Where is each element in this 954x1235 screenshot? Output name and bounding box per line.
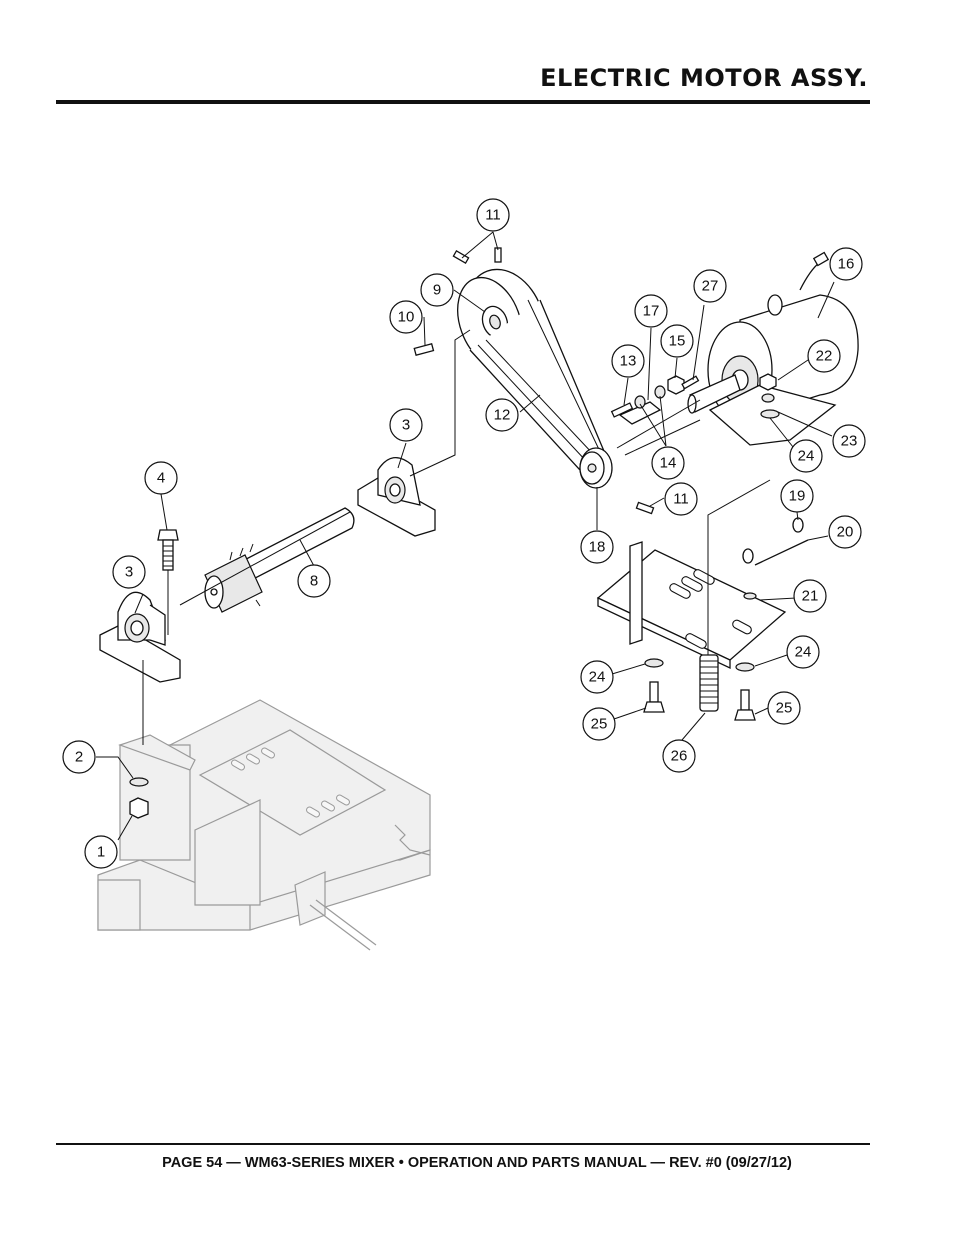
svg-text:11: 11 — [485, 207, 501, 224]
svg-text:11: 11 — [673, 491, 689, 508]
hex-nut — [129, 777, 149, 819]
svg-text:24: 24 — [589, 669, 606, 686]
callout-20: 20 — [828, 515, 862, 549]
callout-19: 19 — [780, 479, 814, 513]
callout-24-plate-right: 24 — [786, 635, 820, 669]
pillow-block-bearing-right — [357, 457, 436, 537]
electric-motor — [687, 251, 859, 446]
svg-text:3: 3 — [125, 564, 133, 581]
svg-text:24: 24 — [798, 448, 815, 465]
callout-11-bottom: 11 — [664, 482, 698, 516]
svg-text:12: 12 — [494, 407, 511, 424]
key — [413, 343, 435, 357]
callout-12: 12 — [485, 398, 519, 432]
svg-text:10: 10 — [398, 309, 415, 326]
callout-25-right: 25 — [767, 691, 801, 725]
callout-27: 27 — [693, 269, 727, 303]
footer-rule — [56, 1143, 870, 1145]
motor-mount-plate — [596, 541, 787, 670]
callout-21: 21 — [793, 579, 827, 613]
callout-10: 10 — [389, 300, 423, 334]
callout-25-left: 25 — [582, 707, 616, 741]
callout-26: 26 — [662, 739, 696, 773]
svg-text:2: 2 — [75, 749, 83, 766]
set-screw-top — [452, 247, 502, 264]
svg-text:21: 21 — [802, 588, 819, 605]
callout-18: 18 — [580, 530, 614, 564]
svg-text:14: 14 — [660, 455, 677, 472]
drive-shaft — [204, 507, 355, 613]
svg-text:20: 20 — [837, 524, 854, 541]
svg-text:18: 18 — [589, 539, 606, 556]
page-title: ELECTRIC MOTOR ASSY. — [540, 64, 868, 92]
leader-lines — [96, 231, 835, 841]
svg-text:4: 4 — [157, 470, 165, 487]
callout-22: 22 — [807, 339, 841, 373]
svg-text:16: 16 — [838, 256, 855, 273]
svg-text:26: 26 — [671, 748, 688, 765]
callout-3-left: 3 — [112, 555, 146, 589]
svg-text:15: 15 — [669, 333, 686, 350]
svg-text:17: 17 — [643, 303, 660, 320]
callout-14: 14 — [651, 446, 685, 480]
svg-text:24: 24 — [795, 644, 812, 661]
svg-text:25: 25 — [591, 716, 608, 733]
svg-text:13: 13 — [620, 353, 637, 370]
callout-24-plate-left: 24 — [580, 660, 614, 694]
callout-11-top: 11 — [476, 198, 510, 232]
svg-text:8: 8 — [310, 573, 318, 590]
svg-text:25: 25 — [776, 700, 793, 717]
callout-1: 1 — [84, 835, 118, 869]
svg-text:19: 19 — [789, 488, 806, 505]
callout-2: 2 — [62, 740, 96, 774]
callout-15: 15 — [660, 324, 694, 358]
callout-9: 9 — [420, 273, 454, 307]
mounting-hardware — [610, 375, 700, 425]
pillow-block-bearing-left — [99, 591, 181, 683]
hitch-pin — [742, 517, 809, 566]
bolt — [157, 529, 179, 571]
callout-8: 8 — [297, 564, 331, 598]
callout-13: 13 — [611, 344, 645, 378]
callout-3-right: 3 — [389, 408, 423, 442]
callout-23: 23 — [832, 424, 866, 458]
set-screw-bottom — [635, 501, 655, 515]
svg-text:23: 23 — [841, 433, 858, 450]
svg-text:27: 27 — [702, 278, 719, 295]
page-footer: PAGE 54 — WM63-SERIES MIXER • OPERATION … — [162, 1155, 792, 1171]
callout-24-motor: 24 — [789, 439, 823, 473]
small-sheave — [579, 447, 613, 489]
svg-text:3: 3 — [402, 417, 410, 434]
svg-text:22: 22 — [816, 348, 833, 365]
mixer-frame-ghost — [97, 699, 431, 951]
callout-16: 16 — [829, 247, 863, 281]
compression-spring — [699, 654, 719, 712]
svg-text:9: 9 — [433, 282, 441, 299]
svg-text:1: 1 — [97, 844, 105, 861]
washer-bolt-set — [643, 658, 756, 721]
callout-4: 4 — [144, 461, 178, 495]
callout-17: 17 — [634, 294, 668, 328]
header-rule — [56, 100, 870, 104]
